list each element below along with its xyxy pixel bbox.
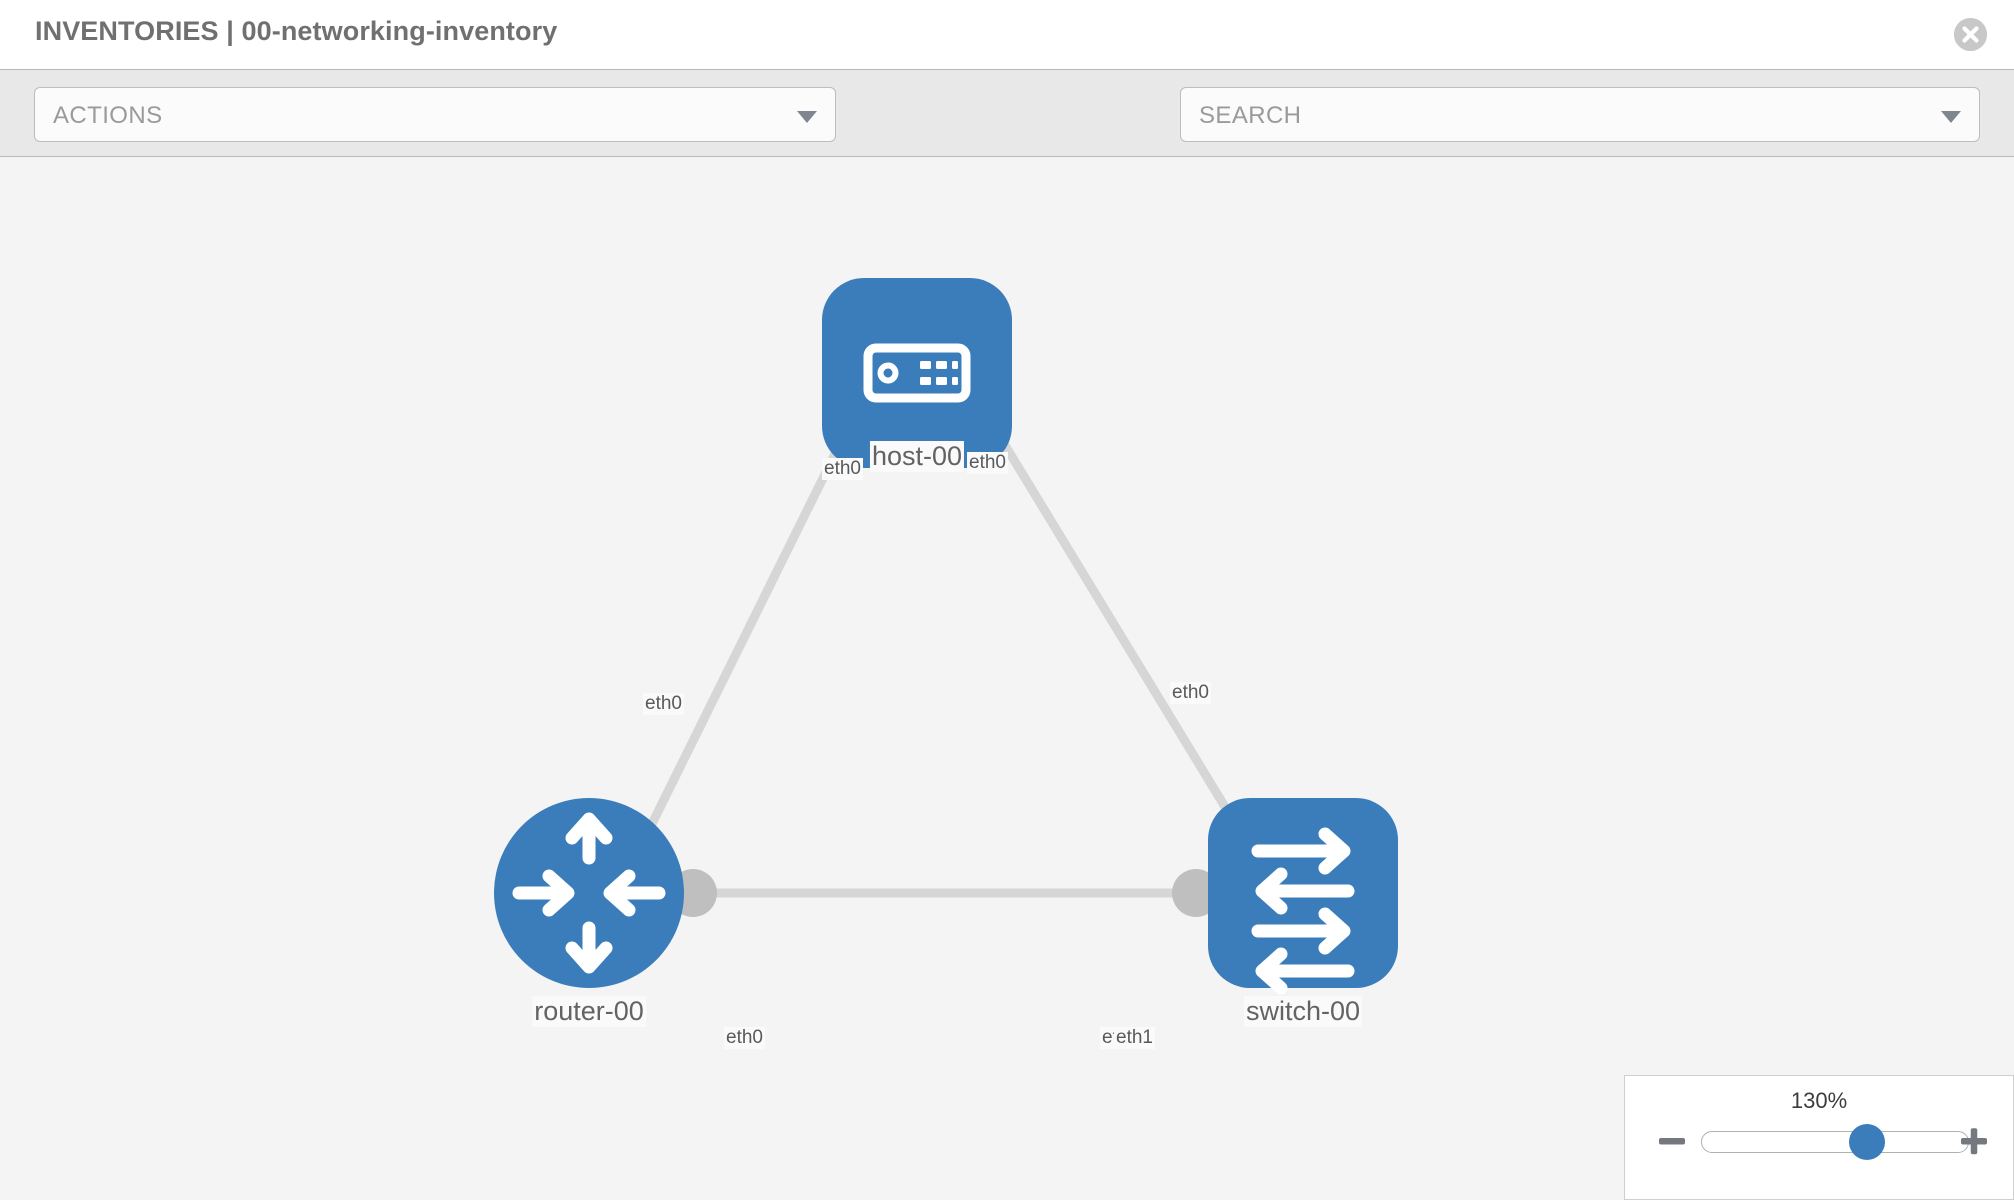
search-input[interactable]: SEARCH — [1180, 87, 1980, 142]
edge-label-host-eth0-right: eth0 — [967, 452, 1008, 474]
node-label-host-00: host-00 — [869, 441, 965, 472]
topology-graph — [494, 278, 1398, 995]
topology-canvas[interactable]: host-00 router-00 switch-00 eth0 eth0 et… — [0, 158, 2014, 1200]
close-icon[interactable] — [1954, 18, 1987, 51]
node-label-router-00: router-00 — [532, 996, 646, 1027]
zoom-level-value: 130% — [1790, 1088, 1848, 1113]
node-host-00[interactable] — [822, 278, 1012, 468]
edge-label-router-eth0-right: eth0 — [724, 1027, 765, 1049]
toolbar: ACTIONS SEARCH — [0, 70, 2014, 203]
node-switch-00[interactable] — [1208, 798, 1398, 995]
edge-label-host-eth0-left: eth0 — [822, 458, 863, 480]
chevron-down-icon — [1941, 110, 1961, 123]
edge-label-switch-eth0-up: eth0 — [1170, 682, 1211, 704]
node-router-00[interactable] — [494, 798, 684, 988]
actions-dropdown-label: ACTIONS — [53, 102, 163, 129]
plus-icon[interactable] — [1957, 1124, 1991, 1158]
search-placeholder: SEARCH — [1199, 102, 1302, 129]
actions-dropdown[interactable]: ACTIONS — [34, 87, 836, 142]
minus-icon[interactable] — [1655, 1124, 1689, 1158]
edge-label-switch-eth1-left: eth1 — [1114, 1027, 1155, 1049]
zoom-control-panel: 130% — [1624, 1075, 2014, 1200]
page-title: INVENTORIES | 00-networking-inventory — [35, 16, 558, 46]
chevron-down-icon — [797, 110, 817, 123]
page-header: INVENTORIES | 00-networking-inventory — [0, 0, 2014, 70]
switch-arrows-icon — [1251, 827, 1355, 995]
edge-label-router-eth0-up: eth0 — [643, 693, 684, 715]
node-label-switch-00: switch-00 — [1243, 996, 1363, 1027]
zoom-slider-thumb[interactable] — [1848, 1124, 1885, 1160]
router-arrows-icon — [512, 812, 666, 974]
server-icon — [863, 343, 971, 403]
zoom-slider[interactable] — [1701, 1124, 1969, 1160]
